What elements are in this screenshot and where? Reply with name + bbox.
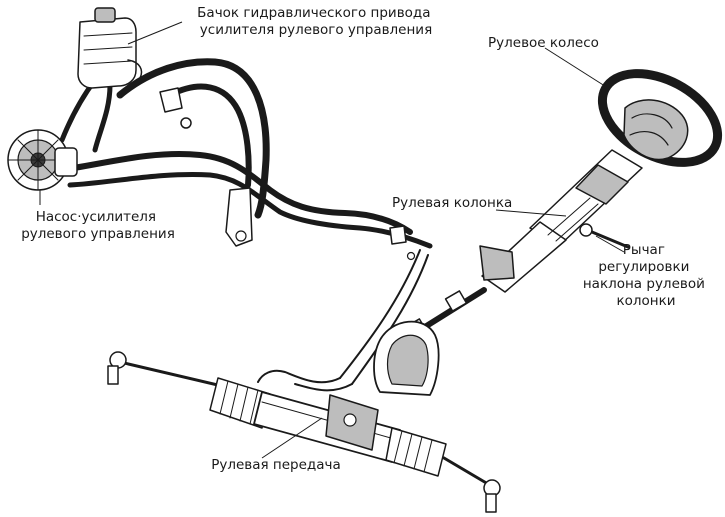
label-pump: Насос·усилителя рулевого управления (21, 209, 175, 242)
steering-rack (107, 351, 501, 513)
column-boot (373, 320, 440, 396)
leader-steering-wheel (544, 47, 609, 89)
hydraulic-hoses (57, 58, 433, 392)
label-reservoir: Бачок гидравлического привода усилителя … (197, 5, 435, 38)
steering-column (404, 149, 643, 340)
leader-steering-gear (261, 417, 323, 459)
leader-steering-column (495, 209, 567, 217)
power-steering-pump (7, 129, 78, 191)
hose-brackets (159, 87, 416, 261)
label-steering-column: Рулевая колонка (392, 195, 512, 211)
steering-wheel (597, 69, 723, 167)
leader-reservoir (127, 21, 183, 45)
leader-lines (39, 21, 625, 459)
leader-tilt-lever (595, 235, 625, 253)
label-tilt-lever: Рычаг регулировки наклона рулевой колонк… (583, 242, 709, 309)
label-steering-gear: Рулевая передача (211, 457, 341, 473)
reservoir-tank (77, 7, 143, 89)
label-steering-wheel: Рулевое колесо (488, 35, 599, 51)
